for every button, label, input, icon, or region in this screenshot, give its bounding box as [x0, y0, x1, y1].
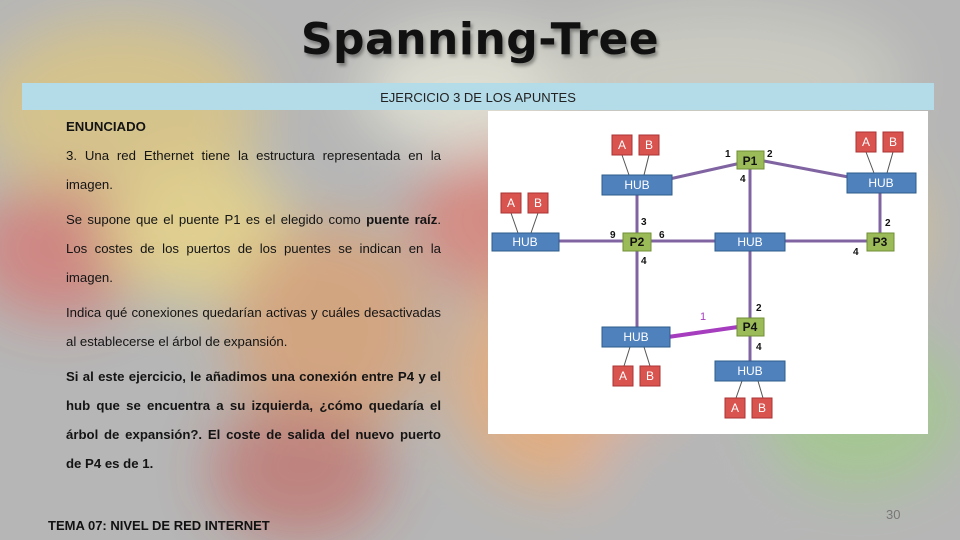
port-p1-bottom: 4 [740, 174, 746, 185]
section-banner: EJERCICIO 3 DE LOS APUNTES [22, 83, 934, 110]
paragraph-root-bridge-end: . Los costes de los puertos de los puent… [66, 212, 441, 285]
port-p2-bottom: 4 [641, 256, 647, 267]
statement-heading: ENUNCIADO [66, 119, 146, 134]
port-p4-bottom: 4 [756, 342, 762, 353]
host-a-2: A [862, 135, 870, 149]
port-p2-left: 9 [610, 230, 616, 241]
host-a-3: A [507, 196, 515, 210]
link-new-p4-hub4 [667, 325, 739, 339]
port-costs: 1 2 4 3 9 6 4 2 4 2 4 [610, 149, 891, 353]
host-links [510, 151, 894, 399]
port-p3-bottom: 4 [853, 247, 859, 258]
host-b-4: B [646, 369, 654, 383]
port-p3-top: 2 [885, 218, 891, 229]
port-p2-top: 3 [641, 217, 647, 228]
port-p2-right: 6 [659, 230, 665, 241]
new-link-cost: 1 [700, 311, 706, 323]
host-b-2: B [889, 135, 897, 149]
hub-4-label: HUB [623, 330, 648, 344]
hub-1-label: HUB [624, 178, 649, 192]
host-b-1: B [645, 138, 653, 152]
host-a-4: A [619, 369, 627, 383]
page-title: Spanning-Tree [300, 14, 660, 65]
statement-text: ENUNCIADO 3. Una red Ethernet tiene la e… [66, 112, 441, 484]
paragraph-root-bridge-start: Se supone que el puente P1 es el elegido… [66, 212, 367, 227]
port-p1-right: 2 [767, 149, 773, 160]
bridges: P1 P2 P3 P4 [622, 150, 895, 337]
hub-6-label: HUB [737, 235, 762, 249]
hub-2-label: HUB [868, 176, 893, 190]
host-a-5: A [731, 401, 739, 415]
host-a-1: A [618, 138, 626, 152]
paragraph-question: Indica qué conexiones quedarían activas … [66, 305, 441, 349]
network-diagram: A B A B A B A B A B HUB HUB HUB HUB HUB … [488, 111, 928, 434]
port-p1-left: 1 [725, 149, 731, 160]
bridge-p4: P4 [743, 320, 758, 334]
paragraph-extension: Si al este ejercicio, le añadimos una co… [66, 369, 441, 471]
hosts: A B A B A B A B A B [500, 131, 904, 419]
bridge-p2: P2 [630, 235, 645, 249]
port-p4-top: 2 [756, 303, 762, 314]
root-bridge-term: puente raíz [366, 212, 438, 227]
host-b-3: B [534, 196, 542, 210]
host-b-5: B [758, 401, 766, 415]
hubs: HUB HUB HUB HUB HUB HUB [491, 172, 917, 382]
paragraph-network: 3. Una red Ethernet tiene la estructura … [66, 148, 441, 192]
page-number: 30 [886, 507, 901, 522]
paragraph-root-bridge: Se supone que el puente P1 es el elegido… [66, 205, 441, 292]
footer-topic: TEMA 07: NIVEL DE RED INTERNET [48, 518, 270, 533]
hub-3-label: HUB [512, 235, 537, 249]
bridge-p1: P1 [743, 154, 758, 168]
bridge-p3: P3 [873, 235, 888, 249]
hub-5-label: HUB [737, 364, 762, 378]
